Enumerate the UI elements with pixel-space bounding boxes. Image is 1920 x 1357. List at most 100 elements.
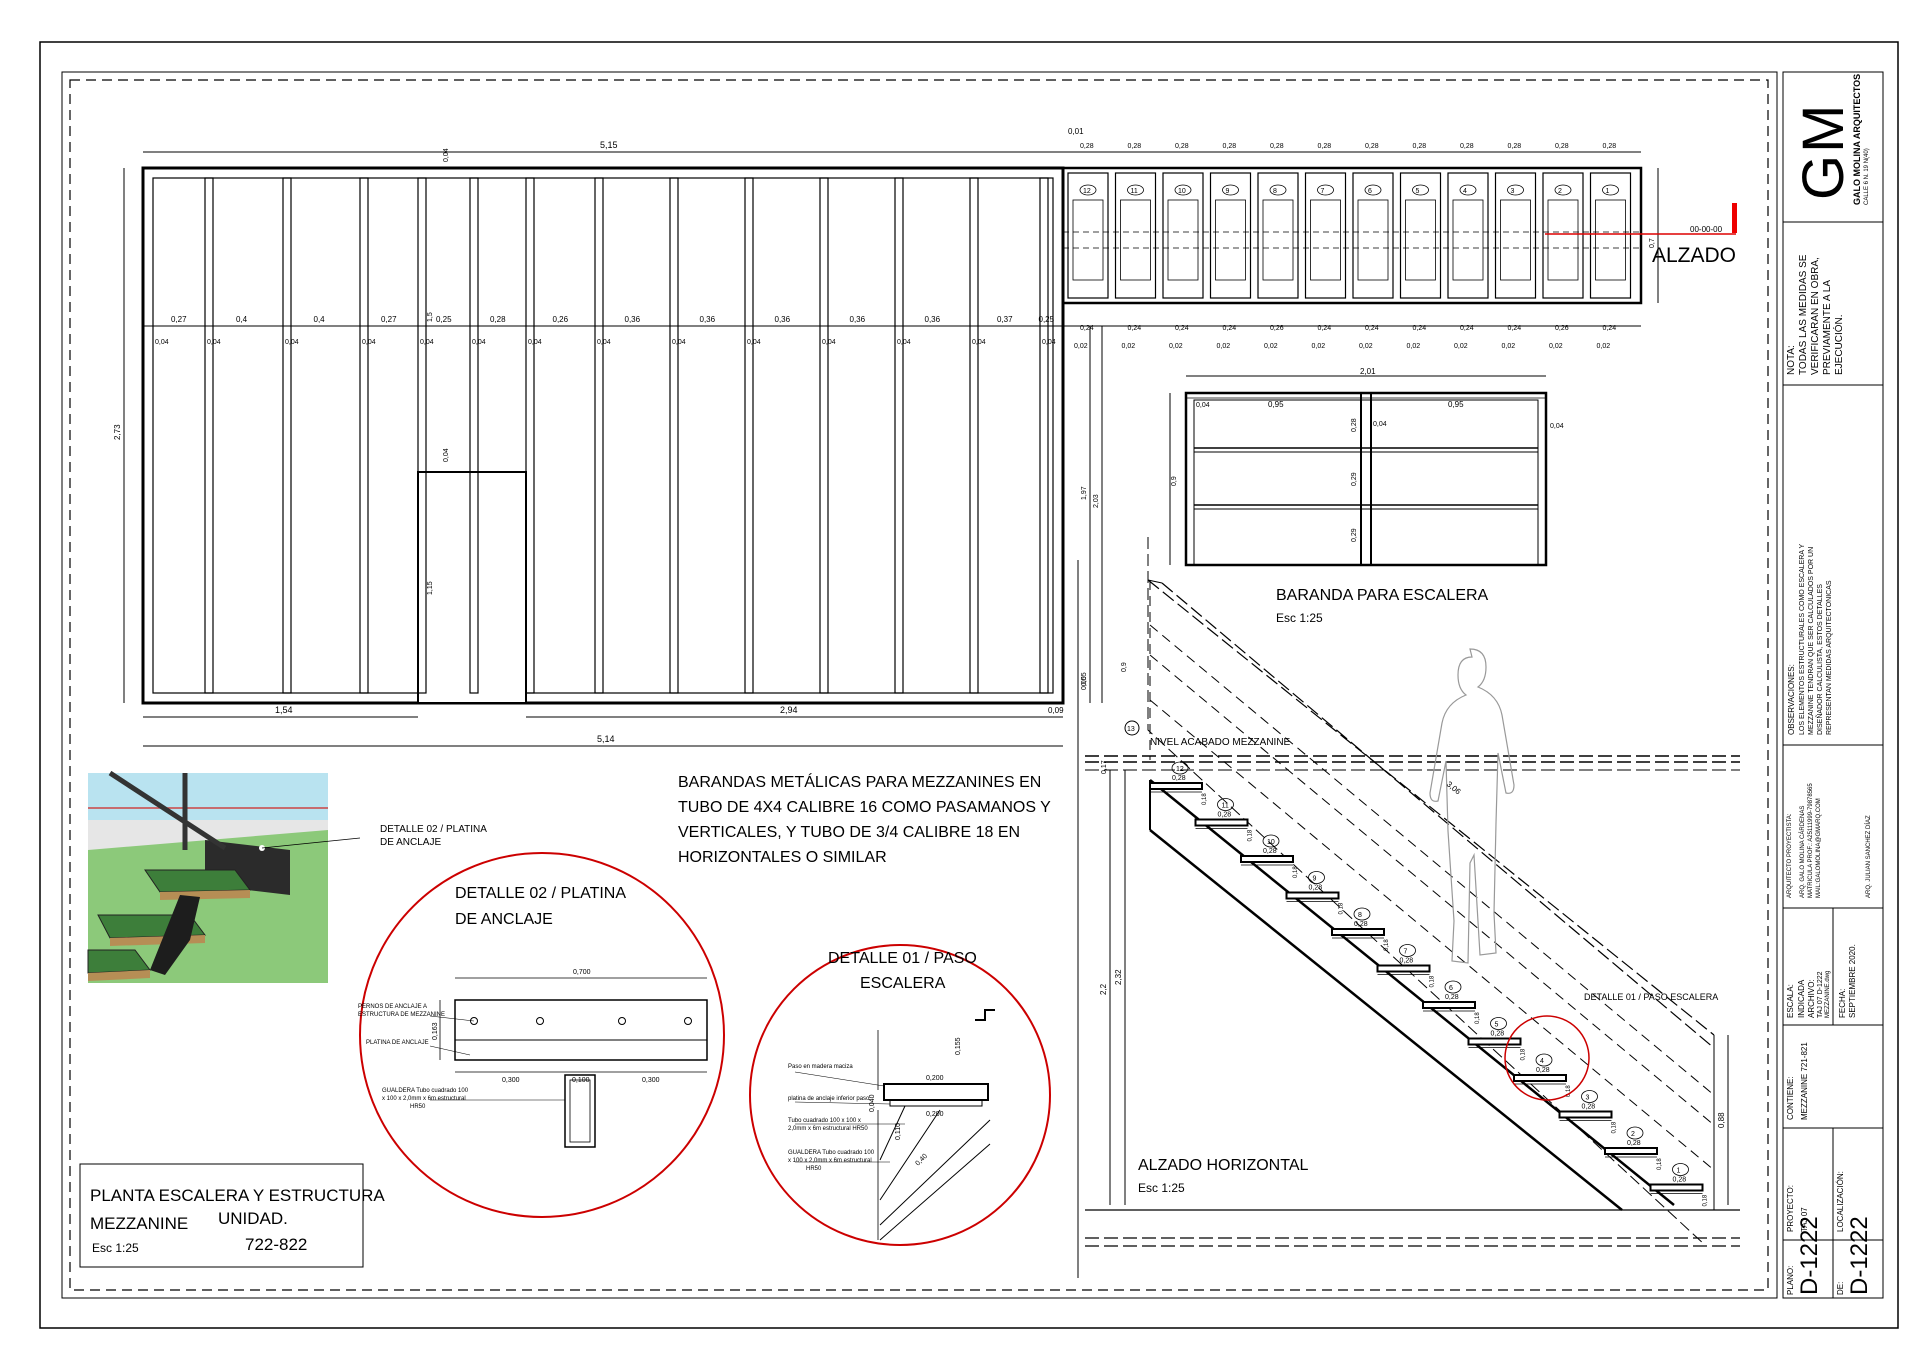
tb-obs-2: MEZZANINE TENDRAN QUE SER CALCULADOS POR… <box>1808 546 1815 735</box>
dim-post: 0,04 <box>285 339 299 346</box>
tb-nota-2: VERIFICARAN EN OBRA, <box>1810 257 1821 375</box>
stair-unit: 2 <box>1542 172 1584 299</box>
plan-post <box>359 177 369 694</box>
stair-unit: 10 <box>1162 172 1204 299</box>
stair-steps: 0,280,18120,280,18110,280,18100,280,1890… <box>1149 761 1709 1207</box>
detalle01-circle <box>749 944 1051 1246</box>
baranda-dim-total: 2,01 <box>1360 367 1376 376</box>
dim-stair-gap: 0,24 <box>1460 325 1474 332</box>
dim-h197: 1,97 <box>1081 486 1088 500</box>
dim-step-width: 0,28 <box>1175 143 1189 150</box>
detalle01-drawing <box>794 1009 995 1241</box>
tb-obs-head: OBSERVACIONES: <box>1787 664 1796 735</box>
tb-proyecto-head: PROYECTO: <box>1786 1185 1795 1232</box>
tb-nota-4: EJECUCIÓN. <box>1834 314 1845 375</box>
detalle01-note2: platina de anclaje inferior paso <box>788 1096 870 1102</box>
dim-post: 0,04 <box>528 339 542 346</box>
dim-stair-post: 0,02 <box>1169 343 1183 350</box>
plan-post <box>669 177 679 694</box>
detalle02-note1b: ESTRUCTURA DE MEZZANINE <box>358 1012 445 1018</box>
dim-post: 0,04 <box>362 339 376 346</box>
tb-logo: GM <box>1791 102 1856 200</box>
step-riser-dim: 0,18 <box>1612 1121 1618 1133</box>
step-riser-dim: 0,18 <box>1248 829 1254 841</box>
dim-plan-height: 2,73 <box>113 424 122 440</box>
step-riser-dim: 0,18 <box>1339 902 1345 914</box>
detalle02-title-1: DETALLE 02 / PLATINA <box>455 885 626 902</box>
detalle02-width: 0,700 <box>573 969 591 976</box>
tb-arq-3: MAIL:GALOMOLINA@GMARQ.COM <box>1816 798 1822 898</box>
plan-structure <box>141 166 1643 705</box>
detalle02-note1: PERNOS DE ANCLAJE A <box>358 1004 427 1010</box>
step-width-dim: 0,28 <box>1309 885 1323 892</box>
inner-dashed-border <box>69 79 1769 1291</box>
main-note-line-2: TUBO DE 4X4 CALIBRE 16 COMO PASAMANOS Y <box>678 799 1051 816</box>
step-width-dim: 0,28 <box>1218 812 1232 819</box>
stair-step: 0,280,187 <box>1376 944 1436 988</box>
alzado-horizontal-title: ALZADO HORIZONTAL <box>1138 1157 1308 1174</box>
stair-h3: 0,88 <box>1717 1112 1726 1128</box>
detalle01-callout <box>1504 1015 1590 1101</box>
detalle02-s1: 0,300 <box>502 1077 520 1084</box>
dim-stair-post: 0,02 <box>1217 343 1231 350</box>
stair-unit-number: 12 <box>1083 188 1091 195</box>
tb-firm-sub: CALLE 6 N. 19 N(40) <box>1864 148 1870 205</box>
step-width-dim: 0,28 <box>1491 1031 1505 1038</box>
tb-arq-1: ARQ. GALO MOLINA CÁRDENAS <box>1800 805 1806 898</box>
detalle02-note2: PLATINA DE ANCLAJE <box>366 1040 429 1046</box>
step-width-dim: 0,28 <box>1536 1067 1550 1074</box>
tb-archivo2: MEZZANINE.dwg <box>1825 970 1831 1018</box>
tb-obs-4: REPRESENTAN MEDIDAS ARQUITECTONICAS <box>1826 580 1833 735</box>
plan-title-box <box>79 1163 364 1268</box>
dim-post: 0,04 <box>972 339 986 346</box>
alzado-horizontal-scale: Esc 1:25 <box>1138 1181 1185 1195</box>
detalle01-note3b: 2,0mm x 6m estructural HR50 <box>788 1126 868 1132</box>
tb-fecha: SEPTIEMBRE 2020. <box>1848 944 1857 1018</box>
stair-unit-number: 8 <box>1273 188 1277 195</box>
alzado-code: 00-00-00 <box>1690 225 1723 234</box>
stair-step: 0,280,186 <box>1422 980 1481 1024</box>
stair-unit-number: 1 <box>1606 188 1610 195</box>
stair-step: 0,280,181 <box>1649 1163 1709 1207</box>
dim-stair-gap: 0,24 <box>1365 325 1379 332</box>
dim-post: 0,04 <box>472 339 486 346</box>
step-width-dim: 0,28 <box>1263 848 1277 855</box>
plan-posts: 0,270,040,40,040,40,040,270,040,250,040,… <box>155 177 1056 694</box>
dim-stair-h: 0,7 <box>1649 238 1656 248</box>
baranda-dim-post-m: 0,04 <box>1373 421 1387 428</box>
dim-stair-gap: 0,26 <box>1270 325 1284 332</box>
stair-unit: 5 <box>1399 172 1442 299</box>
stair-h1: 2,2 <box>1099 983 1108 995</box>
tb-fecha-head: FECHA: <box>1838 988 1847 1018</box>
plan-post <box>204 177 214 694</box>
step-width-dim: 0,28 <box>1172 775 1186 782</box>
detalle01-h2: 0,040 <box>869 1094 876 1112</box>
stair-detalle-ref: DETALLE 01 / PASO ESCALERA <box>1584 992 1718 1002</box>
dim-bay: 0,25 <box>436 315 452 324</box>
dim-post: 0,04 <box>207 339 221 346</box>
dim-stair-post: 0,02 <box>1122 343 1136 350</box>
detalle01-note4b: x 100 x 2,0mm x 6m estructural <box>788 1158 872 1164</box>
dim-bay: 0,36 <box>850 315 866 324</box>
dim-bay: 0,25 <box>1039 315 1055 324</box>
tb-de-head: DE: <box>1836 1281 1845 1295</box>
dim-bay: 0,27 <box>171 315 187 324</box>
plan-title-line1: PLANTA ESCALERA Y ESTRUCTURA <box>90 1186 385 1205</box>
step-width-dim: 0,28 <box>1582 1104 1596 1111</box>
baranda-dim-left: 0,95 <box>1268 400 1284 409</box>
stair-unit: 1 <box>1589 172 1632 299</box>
dim-stair-gap: 0,24 <box>1080 325 1094 332</box>
tb-local-head: LOCALIZACIÓN: <box>1836 1171 1845 1232</box>
detalle01-diag: 0,40 <box>914 1153 929 1168</box>
dim-p05: 0,05 <box>1081 672 1088 686</box>
dim-plan-gap: 0,01 <box>1068 127 1084 136</box>
dim-plan-post-mid: 0,04 <box>443 448 450 462</box>
dim-bay: 0,26 <box>553 315 569 324</box>
dim-step-width: 0,28 <box>1365 143 1379 150</box>
plan-scale: Esc 1:25 <box>92 1241 139 1255</box>
dim-plan-hdoor: 1,15 <box>427 581 434 595</box>
stair-step: 0,280,183 <box>1558 1090 1618 1134</box>
stair-step: 0,280,184 <box>1513 1053 1572 1097</box>
tb-archivo-head: ARCHIVO: <box>1807 979 1816 1018</box>
